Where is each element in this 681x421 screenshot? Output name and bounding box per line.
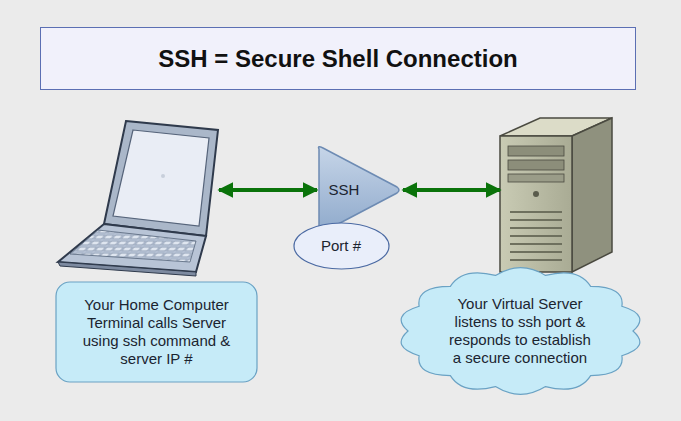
node-text: Your Home Computer Terminal calls Server… xyxy=(69,296,244,368)
title: SSH = Secure Shell Connection xyxy=(41,45,635,73)
server-illustration xyxy=(500,118,612,272)
double-arrow xyxy=(403,188,500,192)
ssh-triangle: SSH xyxy=(315,145,401,235)
node-text: SSH xyxy=(319,181,369,199)
laptop-illustration xyxy=(58,121,218,276)
note-cloud: Your Virtual Server listens to ssh port … xyxy=(398,266,643,396)
note-box: Your Home Computer Terminal calls Server… xyxy=(55,281,258,383)
title-box: SSH = Secure Shell Connection xyxy=(40,27,636,90)
node-text: Port # xyxy=(301,237,381,255)
node-text: Your Virtual Server listens to ssh port … xyxy=(445,295,595,367)
port-ellipse: Port # xyxy=(293,222,390,270)
double-arrow xyxy=(219,188,317,192)
